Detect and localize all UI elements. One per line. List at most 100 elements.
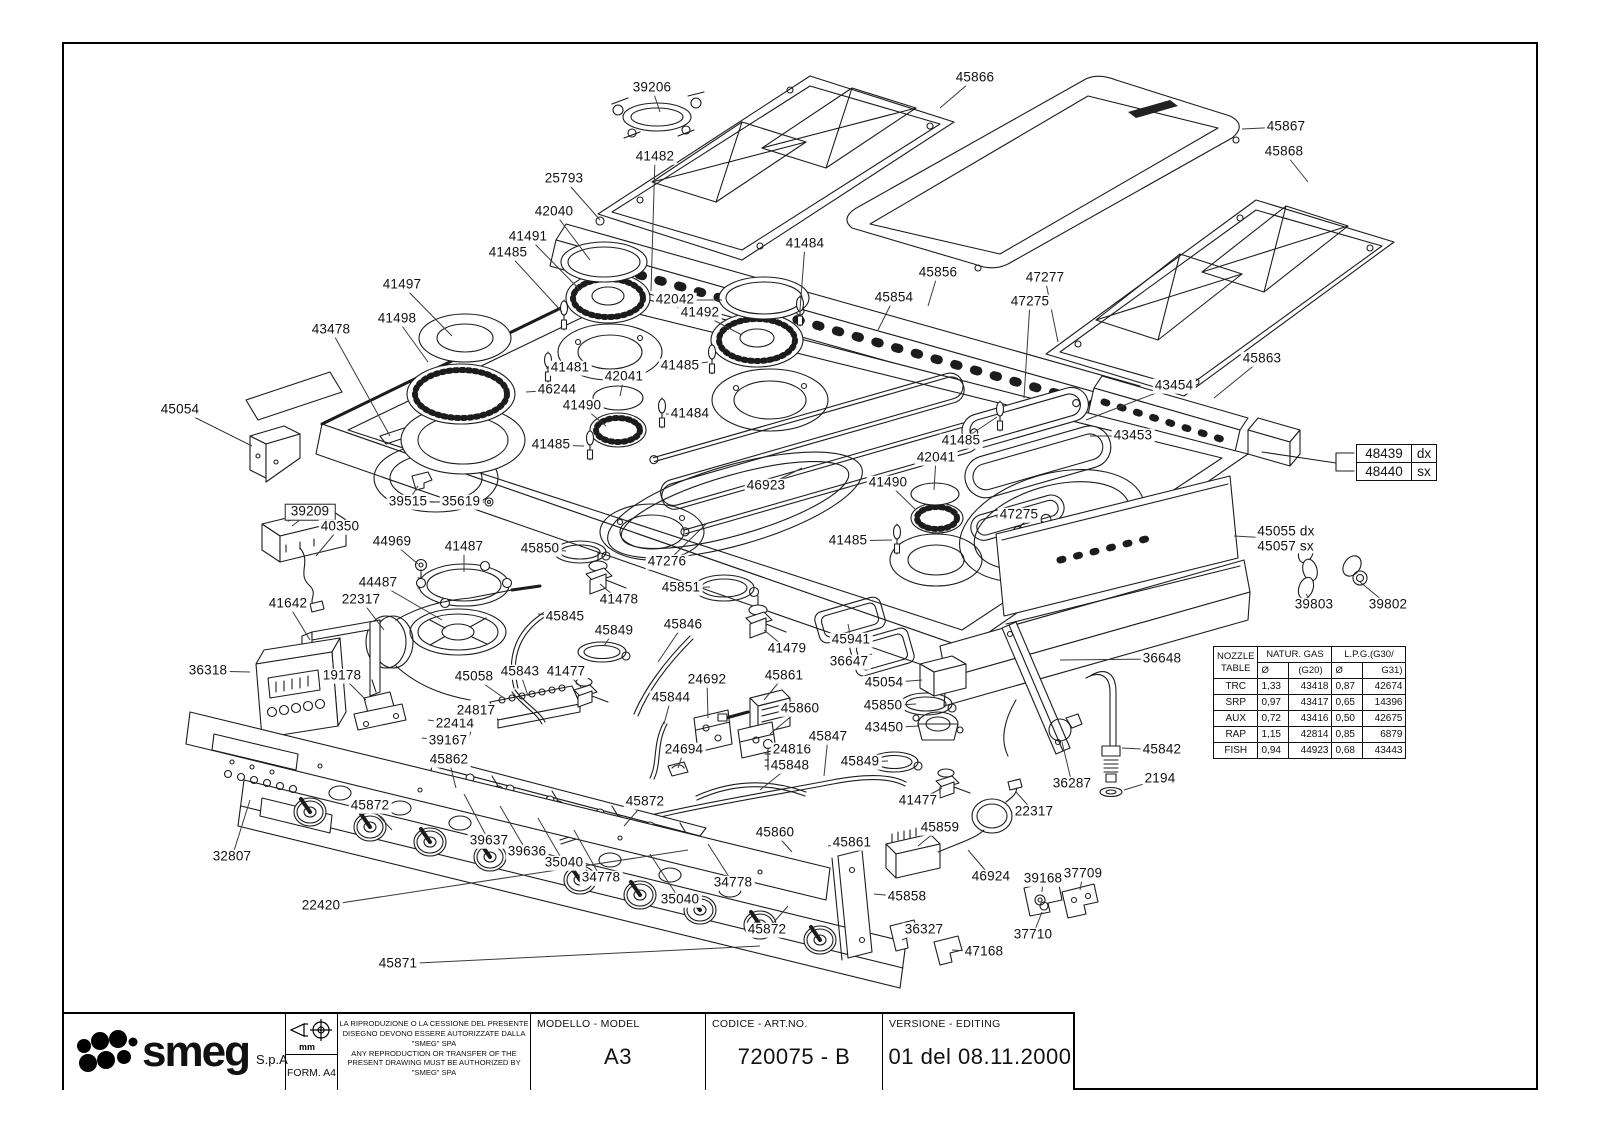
- part-label: 45849: [592, 622, 636, 639]
- part-label: 45941: [829, 631, 873, 648]
- part-label: 47276: [645, 553, 689, 570]
- gas-tap-41479: [746, 596, 786, 638]
- part-label: 45860: [753, 824, 797, 841]
- part-label: 36648: [1140, 650, 1184, 667]
- part-label: 41492: [678, 304, 722, 321]
- part-label: 45054: [862, 674, 906, 691]
- part-label: 36287: [1050, 775, 1094, 792]
- part-label: 34778: [579, 869, 623, 886]
- nozzle-col-lpg: L.P.G.(G30/: [1331, 646, 1407, 663]
- part-label: 39636: [505, 843, 549, 860]
- gas-tap-41477a: [574, 678, 608, 707]
- part-label: 41482: [633, 148, 677, 165]
- part-label: 41497: [380, 276, 424, 293]
- code-value: 720075 - B: [737, 1044, 851, 1069]
- model-value: A3: [604, 1044, 632, 1069]
- part-label: 43450: [862, 719, 906, 736]
- nozzle-col-natural: NATUR. GAS: [1257, 646, 1333, 663]
- part-label: 45872: [745, 921, 789, 938]
- wire-40350: [300, 548, 324, 612]
- part-label: 47275: [997, 506, 1041, 523]
- part-label: 45872: [623, 793, 667, 810]
- part-label: 42041: [602, 368, 646, 385]
- projection-symbol-icon: mm: [289, 1019, 332, 1052]
- part-label: 45868: [1262, 143, 1306, 160]
- form-label: FORM. A4: [286, 1066, 336, 1079]
- washer-2194: [1100, 788, 1122, 797]
- part-label: 41490: [866, 474, 910, 491]
- part-label: 41485: [486, 244, 530, 261]
- smeg-logo-icon: [77, 1030, 138, 1072]
- part-label: 41484: [668, 405, 712, 422]
- part-label: 41642: [266, 595, 310, 612]
- brand-suffix: S.p.A: [255, 1051, 288, 1067]
- part-label: 22317: [339, 591, 383, 608]
- part-label: 43478: [309, 321, 353, 338]
- part-label: 45843: [498, 663, 542, 680]
- part-label: 45861: [830, 834, 874, 851]
- part-label: 41498: [375, 310, 419, 327]
- screw-37710: [1040, 902, 1048, 910]
- part-label: 47277: [1023, 269, 1067, 286]
- part-label: 42040: [532, 203, 576, 220]
- part-label: 45848: [768, 757, 812, 774]
- legal-text: LA RIPRODUZIONE O LA CESSIONE DEL PRESEN…: [339, 1019, 529, 1078]
- part-label: 41485: [826, 532, 870, 549]
- bracket-45054b: [920, 656, 966, 696]
- part-label: 36327: [902, 921, 946, 938]
- thermostat-22317: [366, 586, 540, 700]
- part-label: 40350: [318, 518, 362, 535]
- part-label: 41491: [506, 228, 550, 245]
- title-block-version-cell: VERSIONE - EDITING 01 del 08.11.2000: [882, 1014, 1077, 1090]
- part-label: 41477: [544, 663, 588, 680]
- nozzle-col-ng-g20: (G20): [1288, 662, 1333, 679]
- part-label: 39168: [1021, 870, 1065, 887]
- part-label: 45054: [158, 401, 202, 418]
- part-label: 22414: [433, 715, 477, 732]
- title-block-model-cell: MODELLO - MODEL A3: [530, 1014, 705, 1090]
- bracket-37709: [1062, 884, 1098, 918]
- part-label: 39515: [386, 493, 430, 510]
- bracket-47168: [934, 936, 962, 965]
- title-block-logo-cell: smeg S.p.A: [64, 1014, 288, 1090]
- part-label: 45055 dx 45057 sx: [1255, 523, 1317, 554]
- small-grate-ring: [612, 92, 704, 138]
- title-block-code-cell: CODICE - ART.NO. 720075 - B: [705, 1014, 882, 1090]
- cap-35619: [485, 498, 493, 506]
- part-label: 45856: [916, 264, 960, 281]
- switch-19178: [354, 680, 406, 730]
- part-label: 45863: [1240, 350, 1284, 367]
- burner-large: [401, 314, 525, 474]
- part-label: 45867: [1264, 118, 1308, 135]
- part-label: 41478: [597, 591, 641, 608]
- part-label: 19178: [320, 667, 364, 684]
- part-label: 45850: [518, 540, 562, 557]
- nozzle-col-lpg-diameter: Ø: [1331, 662, 1364, 679]
- part-label: 46244: [535, 381, 579, 398]
- gas-tap-41478: [586, 552, 626, 594]
- part-label: 44969: [370, 533, 414, 550]
- title-block-symbol-cell: mm FORM. A4: [285, 1014, 337, 1090]
- nozzle-col-lpg-g31: G31): [1362, 662, 1407, 679]
- part-label: 41485: [658, 357, 702, 374]
- part-label: 45849: [838, 753, 882, 770]
- part-label: 45842: [1140, 741, 1184, 758]
- part-label: 41485: [939, 432, 983, 449]
- part-label: 36318: [186, 662, 230, 679]
- part-label: 45847: [806, 728, 850, 745]
- gas-tap-41477b: [936, 769, 970, 798]
- part-label: 45866: [953, 69, 997, 86]
- part-label: 25793: [542, 170, 586, 187]
- part-label: 22317: [1012, 803, 1056, 820]
- part-label: 24817: [454, 702, 498, 719]
- back-rail: [550, 217, 1140, 428]
